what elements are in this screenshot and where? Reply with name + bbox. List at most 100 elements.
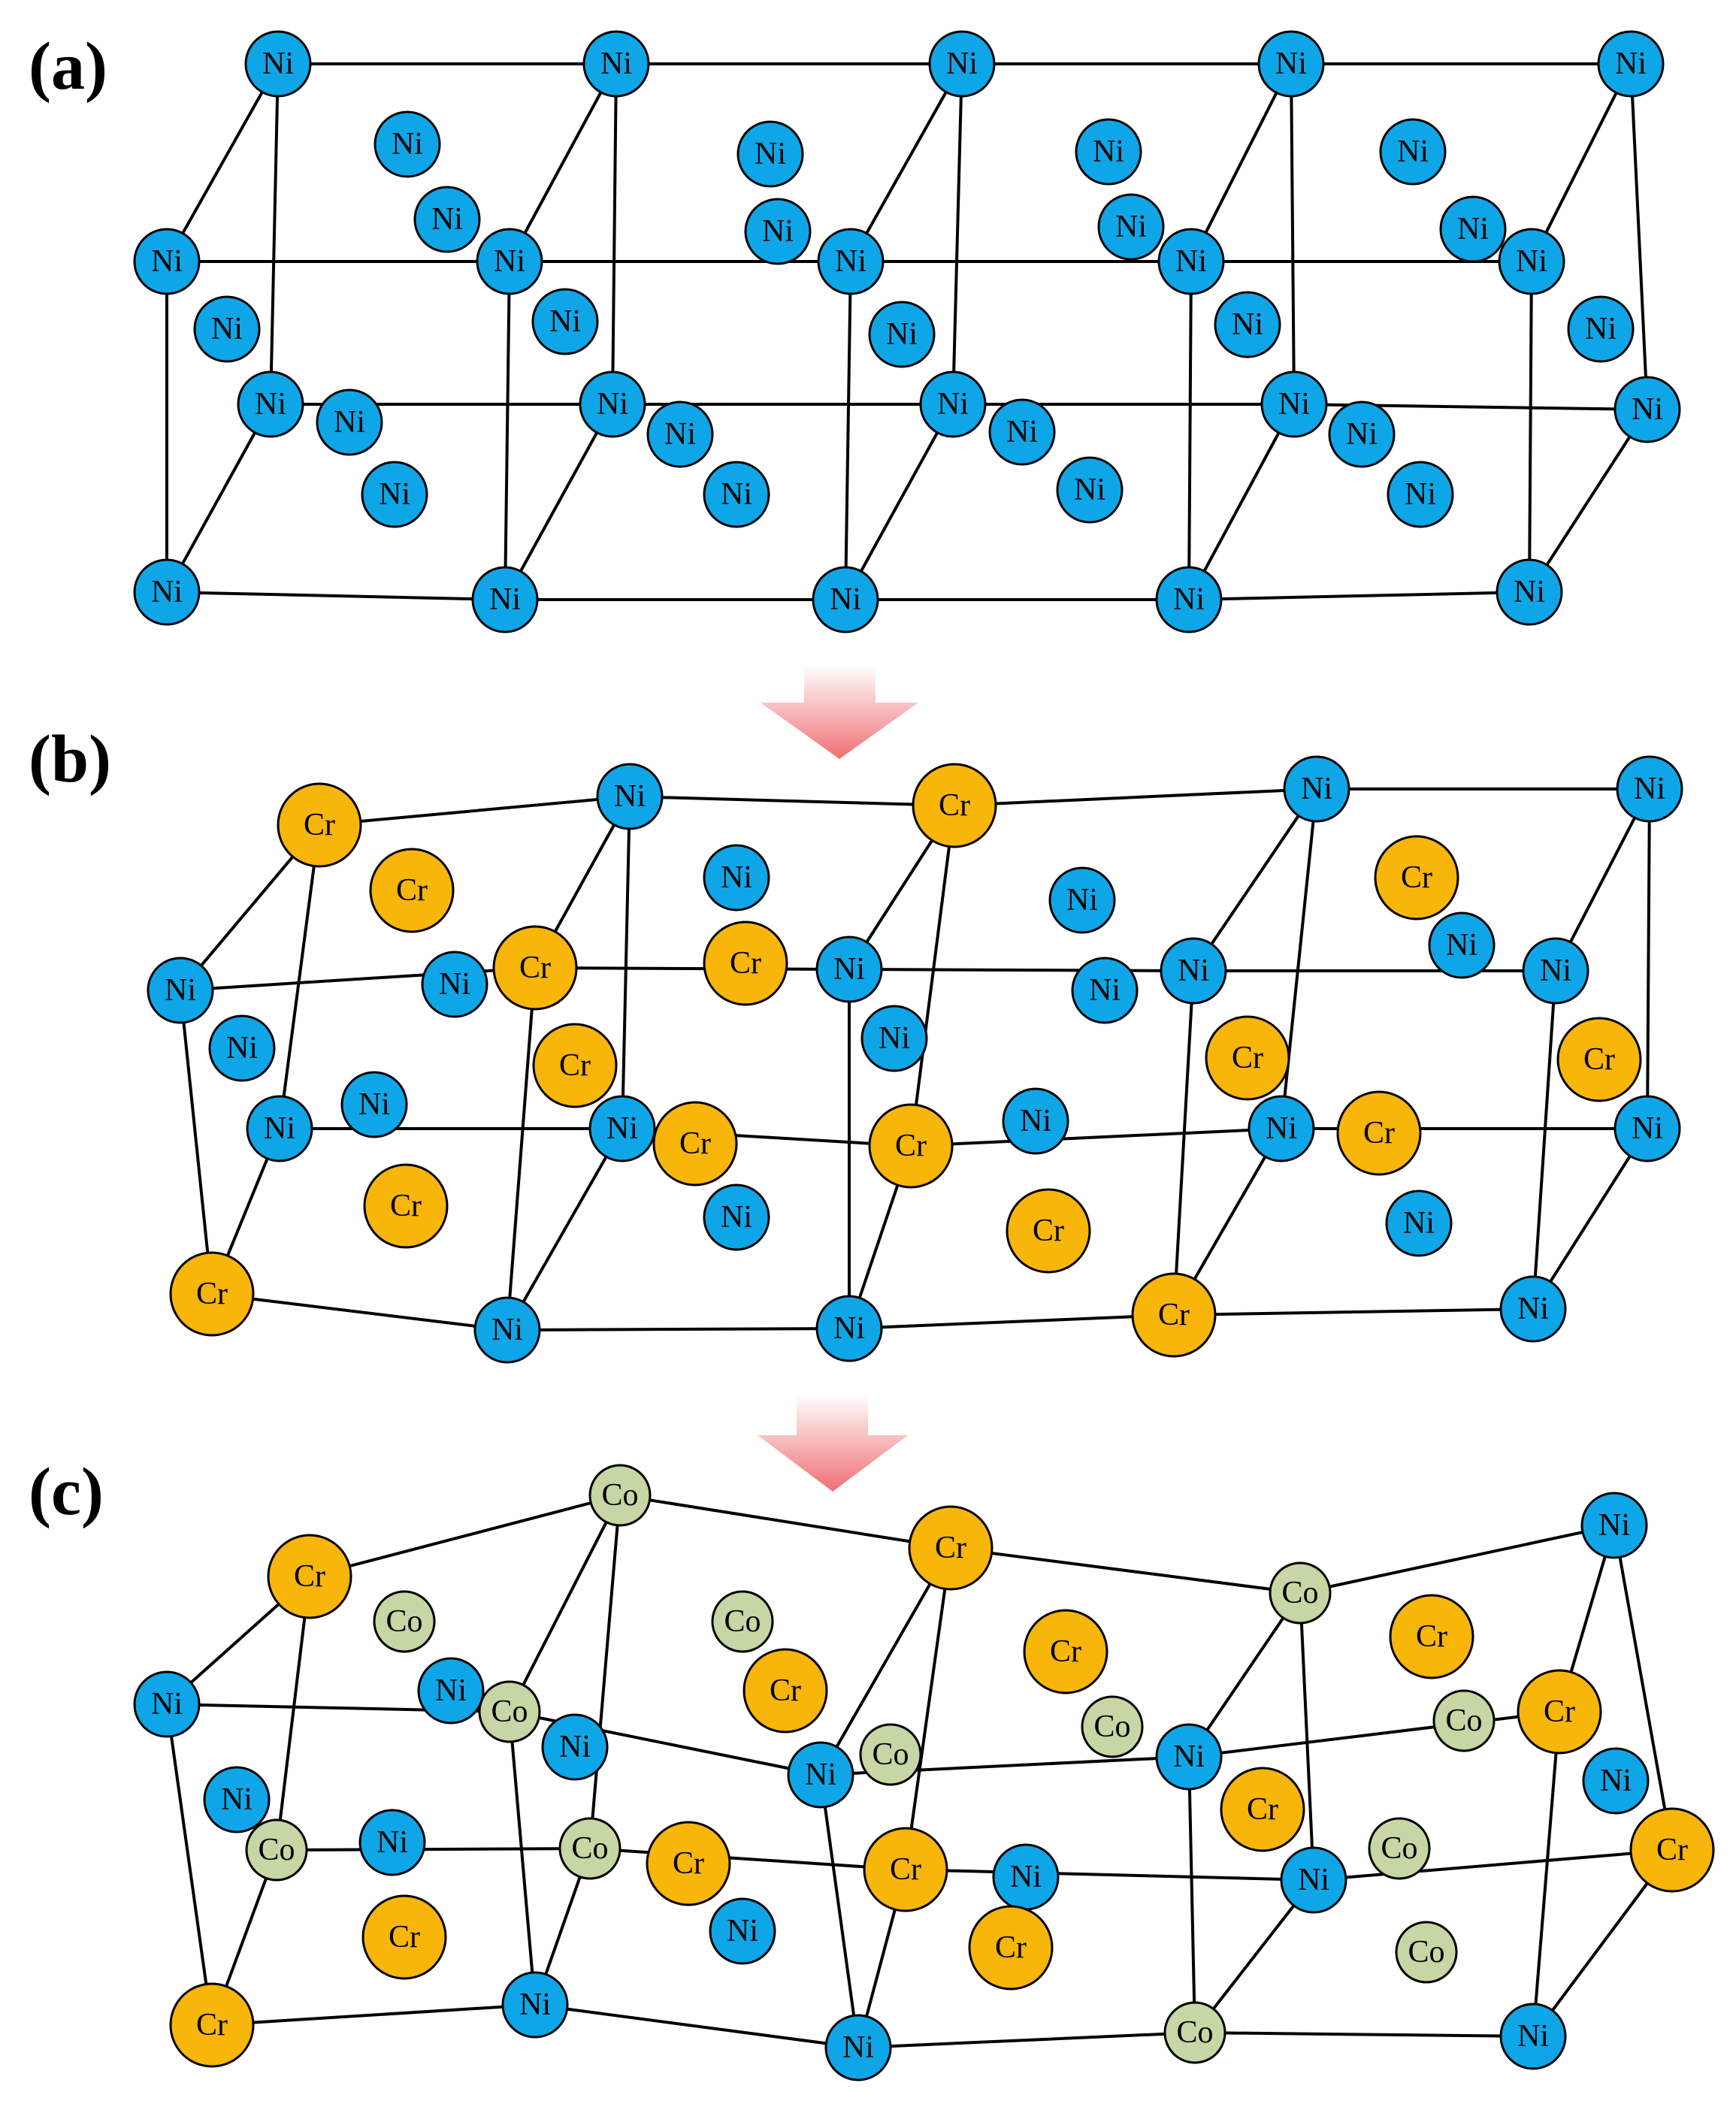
atom-circle [316,388,383,456]
panel-label-b: (b) [29,722,111,797]
atom-label: Cr [519,951,551,985]
atom-circle [1556,1017,1642,1102]
atom-ni-a: Ni [413,186,481,253]
atom-ni-a: Ni [1260,370,1328,438]
atom-label: Ni [721,1200,752,1235]
bond-line-b [319,795,631,827]
atom-circle [363,1163,449,1249]
atom-ni-c: Ni [1580,1492,1648,1559]
atom-label: Ni [606,1111,638,1146]
panel-label-a: (a) [29,29,107,104]
atom-label: Ni [946,47,978,81]
bond-line-c [857,2031,1196,2049]
atom-label: Cr [196,2008,228,2042]
atom-ni-c: Ni [358,1809,426,1876]
atom-circle [1248,1095,1315,1162]
atom-circle [588,1095,656,1162]
atom-ni-b: Ni [147,957,214,1024]
atom-label: Ni [262,47,294,81]
atom-circle [193,295,261,363]
atom-label: Ni [842,2030,874,2065]
atom-co-c: Co [1368,1817,1431,1880]
atom-co-c: Co [711,1590,774,1653]
atom-circle [919,370,987,438]
atom-circle [1214,291,1281,358]
atom-circle [532,1023,618,1108]
atom-label: Co [1445,1703,1482,1738]
atom-label: Cr [1401,860,1432,895]
atom-label: Co [872,1737,909,1772]
atom-circle [908,1505,994,1591]
atom-label: Ni [1632,392,1663,427]
atom-cr-c: Cr [968,1905,1054,1991]
atom-ni-a: Ni [1614,376,1681,443]
atom-co-c: Co [1269,1561,1332,1625]
atom-circle [1157,228,1225,295]
atom-ni-b: Ni [1071,957,1139,1024]
atom-label: Ni [489,582,521,617]
atom-circle [1580,1492,1648,1559]
atom-label: Ni [1278,387,1310,422]
atom-circle [1428,911,1496,979]
atom-cr-b: Cr [1131,1272,1217,1358]
atom-circle [1582,1747,1650,1815]
atom-cr-c: Cr [1517,1669,1602,1755]
atom-circle [1220,1767,1305,1852]
atom-label: Cr [935,1531,966,1565]
atom-label: Cr [1583,1042,1615,1077]
atom-ni-b: Ni [1614,1095,1681,1162]
atom-label: Ni [1298,1863,1329,1897]
bond-line-c [588,1495,622,1849]
atom-label: Cr [396,873,428,908]
atom-label: Ni [392,127,423,162]
atom-circle [1496,558,1563,626]
atom-label: Ni [1089,973,1121,1008]
atom-ni-a: Ni [316,388,383,456]
atom-ni-b: Ni [208,1014,276,1082]
atom-ni-a: Ni [1597,30,1665,98]
atom-circle [1389,1594,1474,1679]
atom-circle [476,228,543,295]
atom-ni-a: Ni [471,566,539,633]
atom-label: Ni [1600,1764,1632,1798]
atom-cr-b: Cr [703,920,788,1006]
atom-circle [169,1251,255,1337]
atom-cr-c: Cr [267,1534,352,1619]
atom-ni-a: Ni [817,228,885,295]
atom-cr-b: Cr [492,925,578,1011]
atom-label: Co [1408,1935,1444,1969]
atom-cr-b: Cr [1556,1017,1642,1102]
atom-circle [1499,1275,1567,1343]
atom-circle [1269,1561,1332,1625]
atom-circle [1567,295,1635,363]
atom-circle [815,936,883,1003]
atom-label: Ni [549,304,581,339]
atom-label: Ni [1010,1860,1042,1894]
atom-circle [652,1101,738,1186]
atom-ni-b: Ni [246,1095,313,1162]
atom-ni-b: Ni [340,1071,408,1138]
atom-label: Ni [1403,1206,1435,1241]
atom-label: Ni [334,405,365,440]
atom-circle [358,1809,426,1876]
bond-line-b [848,1313,1175,1330]
atom-label: Ni [1540,954,1571,988]
atom-label: Cr [1416,1619,1447,1654]
atom-ni-a: Ni [1056,456,1124,524]
atom-circle [369,848,455,933]
atom-cr-b: Cr [912,763,997,848]
atom-circle [824,2014,892,2081]
atom-circle [787,1741,854,1809]
atom-circle [646,401,714,468]
atom-circle [361,1894,447,1980]
atom-circle [169,1982,255,2068]
atom-ni-c: Ni [824,2014,892,2081]
atom-circle [1081,1695,1144,1758]
atom-circle [246,1095,313,1162]
atom-ni-a: Ni [812,566,879,633]
atom-label: Ni [1115,210,1147,244]
bond-line-b [621,796,631,1129]
atom-label: Ni [1346,417,1378,452]
atom-label: Ni [211,312,243,346]
atom-ni-a: Ni [703,461,770,528]
